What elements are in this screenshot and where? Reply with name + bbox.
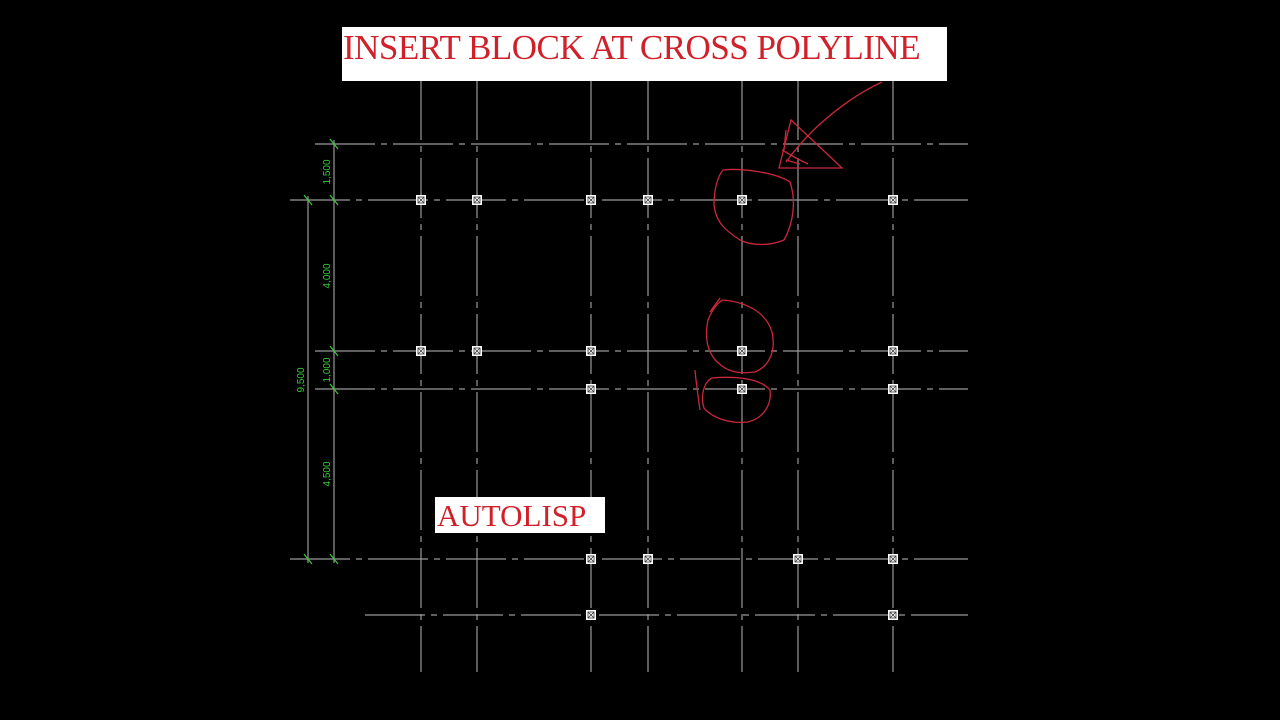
dimension-tick [329,194,339,206]
dimension-tick [329,345,339,357]
dimension-label: 1,500 [322,159,333,184]
block-marker-icon[interactable] [416,195,426,205]
title-text: INSERT BLOCK AT CROSS POLYLINE [343,28,921,67]
dimension-label: 4,500 [322,461,333,486]
dimension-tick [329,383,339,395]
block-marker-icon[interactable] [586,554,596,564]
block-marker-icon[interactable] [643,554,653,564]
circle-annotation-top [713,168,795,246]
block-marker-icon[interactable] [888,384,898,394]
block-marker-icon[interactable] [888,554,898,564]
vertical-grid-axes [420,80,894,672]
dimension-tick [329,553,339,565]
subtitle-text: AUTOLISP [437,498,587,533]
block-markers [416,195,898,620]
dimension-label: 9,500 [296,367,307,392]
title-banner: INSERT BLOCK AT CROSS POLYLINE [342,27,947,81]
dimension-tick [303,553,313,565]
dimension-label: 1,000 [322,357,333,382]
arrowhead-triangle-annotation [778,118,844,169]
arrow-stroke-annotation [785,81,883,163]
block-marker-icon[interactable] [888,610,898,620]
dimension-lines: 1,500 4,000 1,000 4,500 9,500 [296,138,339,565]
block-marker-icon[interactable] [416,346,426,356]
block-marker-icon[interactable] [737,195,747,205]
block-marker-icon[interactable] [888,195,898,205]
block-marker-icon[interactable] [586,610,596,620]
block-marker-icon[interactable] [472,195,482,205]
block-marker-icon[interactable] [586,195,596,205]
block-marker-icon[interactable] [888,346,898,356]
block-marker-icon[interactable] [586,346,596,356]
dimension-tick [303,194,313,206]
dimension-label: 4,000 [322,263,333,288]
block-marker-icon[interactable] [737,346,747,356]
red-freehand-annotations [694,81,883,424]
block-marker-icon[interactable] [737,384,747,394]
dimension-tick [329,138,339,150]
block-marker-icon[interactable] [793,554,803,564]
autolisp-banner: AUTOLISP [435,497,605,533]
circle-annotation-bottom [694,369,771,424]
block-marker-icon[interactable] [472,346,482,356]
horizontal-grid-axes [290,143,968,616]
block-marker-icon[interactable] [643,195,653,205]
block-marker-icon[interactable] [586,384,596,394]
circle-annotation-middle [705,297,774,374]
